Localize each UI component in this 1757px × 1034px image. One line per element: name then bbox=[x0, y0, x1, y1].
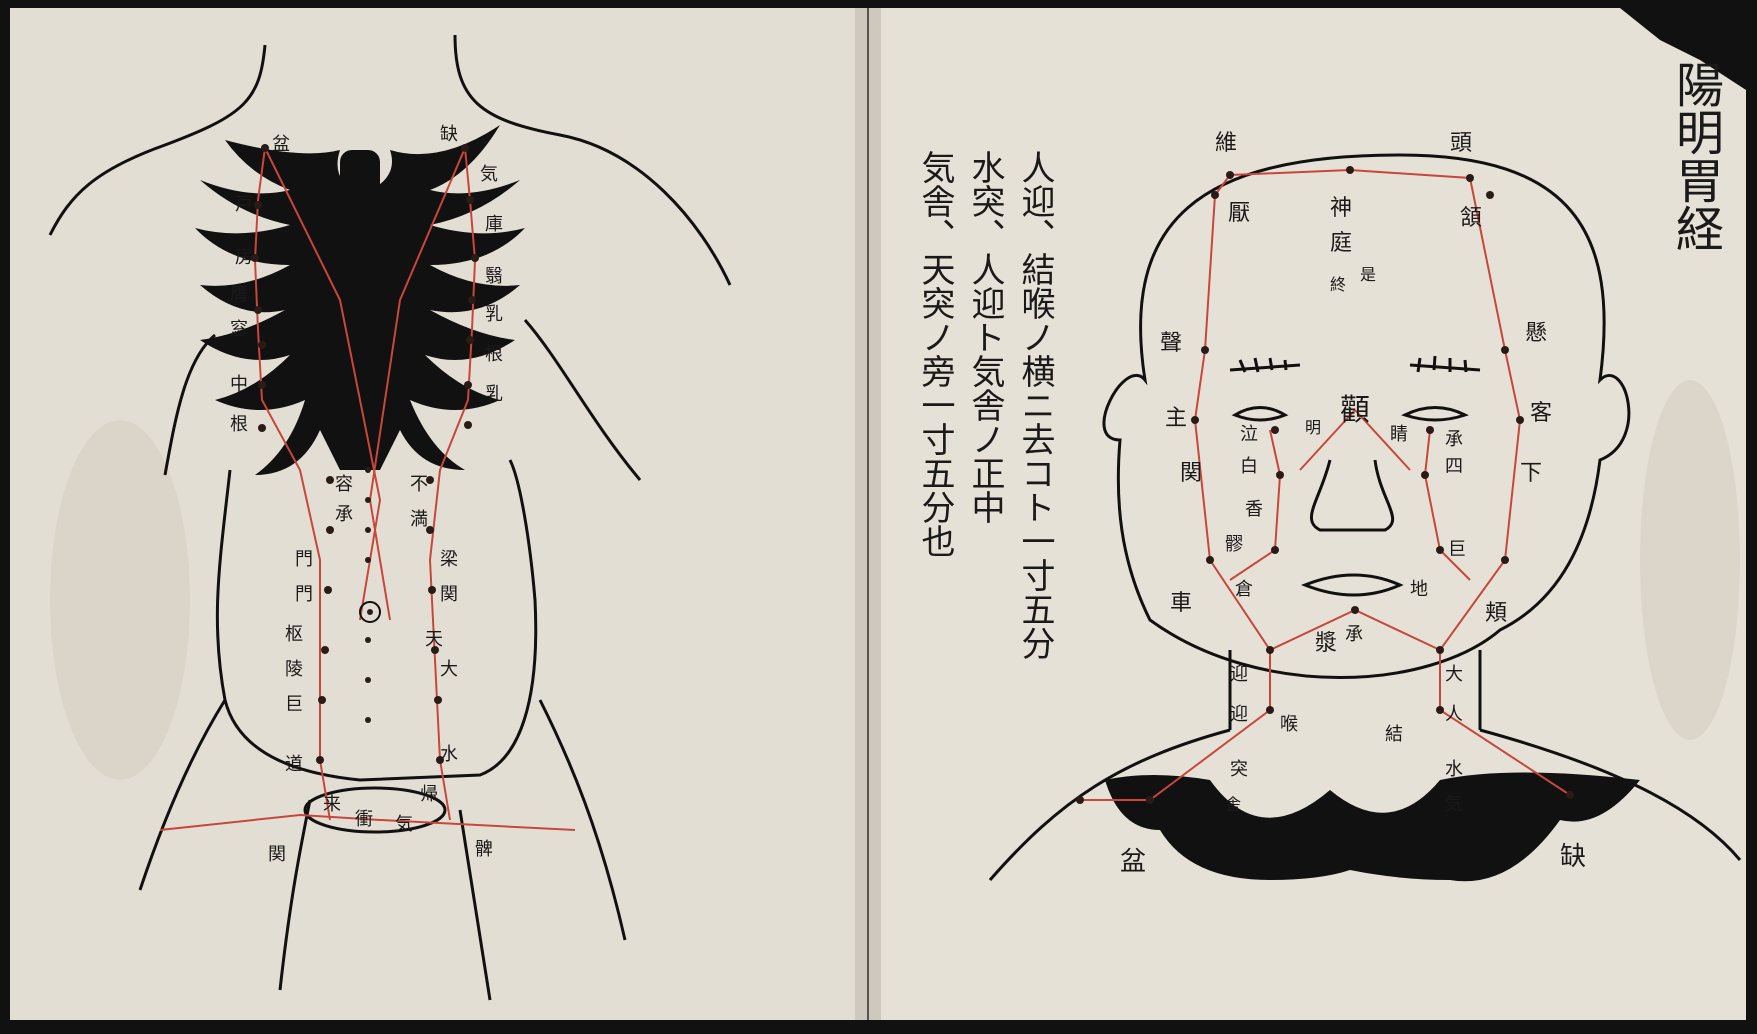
annotation-column: 人迎、結喉ノ横ニ去コト一寸五分 bbox=[1015, 150, 1055, 660]
page-title: 陽明胃経 bbox=[1667, 60, 1723, 252]
torso-label: 枢 bbox=[285, 624, 303, 645]
head-label: 承 bbox=[1445, 429, 1463, 450]
head-label: 髎 bbox=[1225, 534, 1243, 555]
head-label: 承 bbox=[1345, 624, 1363, 645]
torso-label: 膺 bbox=[230, 284, 248, 305]
head-label: 頷 bbox=[1460, 206, 1482, 231]
head-label: 下 bbox=[1520, 461, 1542, 486]
head-label: 盆 bbox=[1120, 847, 1146, 877]
head-label: 厭 bbox=[1228, 201, 1250, 226]
head-label: 突 bbox=[1230, 759, 1248, 780]
head-label: 車 bbox=[1170, 591, 1192, 616]
head-label: 人 bbox=[1445, 704, 1463, 725]
torso-label: 梁 bbox=[440, 549, 458, 570]
torso-label: 巨 bbox=[285, 694, 303, 715]
torso-label: 戸 bbox=[235, 194, 253, 215]
head-label: 明 bbox=[1305, 418, 1321, 437]
head-label: 主 bbox=[1165, 406, 1187, 431]
head-label: 庭 bbox=[1330, 231, 1352, 256]
torso-label: 髀 bbox=[475, 839, 493, 860]
torso-label: 帰 bbox=[420, 784, 438, 805]
head-label: 缺 bbox=[1560, 842, 1586, 872]
torso-label: 不 bbox=[410, 474, 428, 495]
torso-label: 関 bbox=[440, 584, 458, 605]
head-label: 客 bbox=[1530, 401, 1552, 426]
torso-label: 庫 bbox=[485, 214, 503, 235]
head-label: 香 bbox=[1245, 499, 1263, 520]
torso-label: 乳 bbox=[485, 304, 503, 325]
torso-label: 道 bbox=[285, 754, 303, 775]
torso-label: 陵 bbox=[285, 659, 303, 680]
head-label: 四 bbox=[1445, 456, 1463, 477]
head-label: 神 bbox=[1330, 196, 1352, 221]
torso-label: 根 bbox=[230, 414, 248, 435]
head-label: 懸 bbox=[1525, 321, 1547, 346]
torso-label: 根 bbox=[485, 344, 503, 365]
head-label: 白 bbox=[1240, 456, 1258, 477]
head-label: 倉 bbox=[1235, 579, 1253, 600]
torso-label: 門 bbox=[295, 584, 313, 605]
head-label: 漿 bbox=[1315, 631, 1337, 656]
head-label: 維 bbox=[1215, 131, 1237, 156]
head-label: 関 bbox=[1180, 461, 1202, 486]
head-label: 巨 bbox=[1448, 539, 1466, 560]
torso-label: 天 bbox=[425, 629, 443, 650]
head-label: 睛 bbox=[1390, 424, 1408, 445]
torso-label: 乳 bbox=[485, 384, 503, 405]
torso-label: 水 bbox=[440, 744, 458, 765]
head-label: 気 bbox=[1445, 794, 1463, 815]
head-label: 大 bbox=[1445, 664, 1463, 685]
torso-label: 来 bbox=[323, 794, 341, 815]
head-label: 迎 bbox=[1230, 664, 1248, 685]
torso-label: 門 bbox=[295, 549, 313, 570]
torso-label: 大 bbox=[440, 659, 458, 680]
head-label: 水 bbox=[1445, 759, 1463, 780]
head-label: 是 bbox=[1360, 265, 1376, 284]
annotation-column: 水突、人迎ト気舎ノ正中 bbox=[965, 150, 1005, 524]
torso-label: 翳 bbox=[485, 266, 503, 287]
head-label: 終 bbox=[1330, 275, 1346, 294]
torso-label: 容 bbox=[335, 474, 353, 495]
head-label: 頬 bbox=[1485, 601, 1507, 626]
head-label: 迎 bbox=[1230, 704, 1248, 725]
torso-label: 房 bbox=[235, 247, 253, 268]
head-label: 喉 bbox=[1280, 714, 1298, 735]
torso-label: 関 bbox=[268, 844, 286, 865]
head-label: 頭 bbox=[1450, 131, 1472, 156]
torso-label: 窓 bbox=[230, 319, 248, 340]
torso-label: 満 bbox=[410, 509, 428, 530]
torso-label: 気 bbox=[395, 814, 413, 835]
head-label: 泣 bbox=[1240, 424, 1258, 445]
head-label: 舎 bbox=[1225, 795, 1241, 814]
torso-label: 缺 bbox=[440, 124, 458, 145]
head-label: 聲 bbox=[1160, 331, 1182, 356]
torso-label: 気 bbox=[480, 164, 498, 185]
head-label: 結 bbox=[1385, 724, 1403, 745]
torso-label: 衝 bbox=[355, 809, 373, 830]
torso-label: 承 bbox=[335, 504, 353, 525]
annotation-column: 気舎、天突ノ旁一寸五分也 bbox=[915, 150, 955, 558]
head-label: 顴 bbox=[1340, 393, 1370, 428]
torso-label: 盆 bbox=[272, 134, 290, 155]
torso-label: 中 bbox=[230, 374, 248, 395]
head-label: 地 bbox=[1410, 579, 1428, 600]
